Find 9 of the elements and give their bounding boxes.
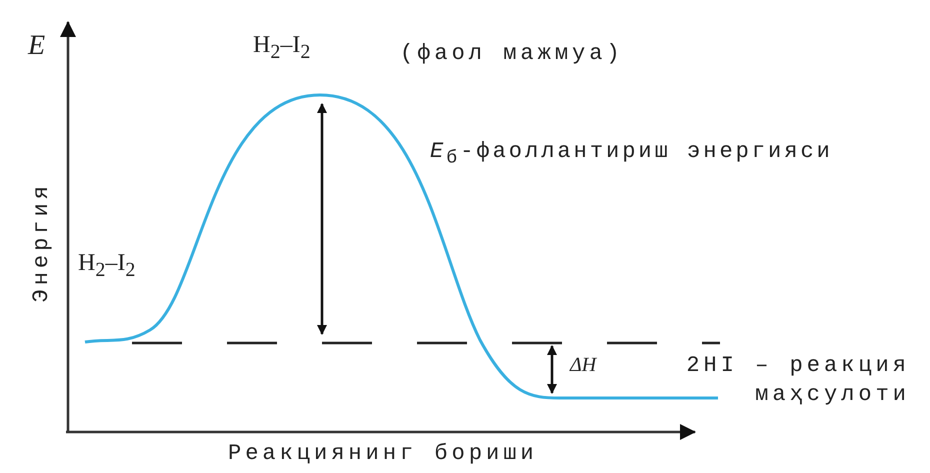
complex-note: (фаол мажмуа) bbox=[400, 40, 624, 68]
reactant-formula: H$_{2}$–I$_{2}$ bbox=[78, 249, 136, 283]
product-label: 2HI – реакция маҳсулоти bbox=[685, 352, 910, 409]
axis-label: Реакциянинг бориши bbox=[228, 440, 538, 468]
complex-formula: H$_{2}$–I$_{2}$ bbox=[253, 31, 310, 65]
enthalpy-label: ΔH bbox=[570, 353, 596, 378]
axis-label: Энергия bbox=[28, 182, 55, 302]
axis-label: E bbox=[28, 29, 46, 63]
activation-energy-label: E$_{б}$-фаоллантириш энергияси bbox=[430, 138, 833, 170]
